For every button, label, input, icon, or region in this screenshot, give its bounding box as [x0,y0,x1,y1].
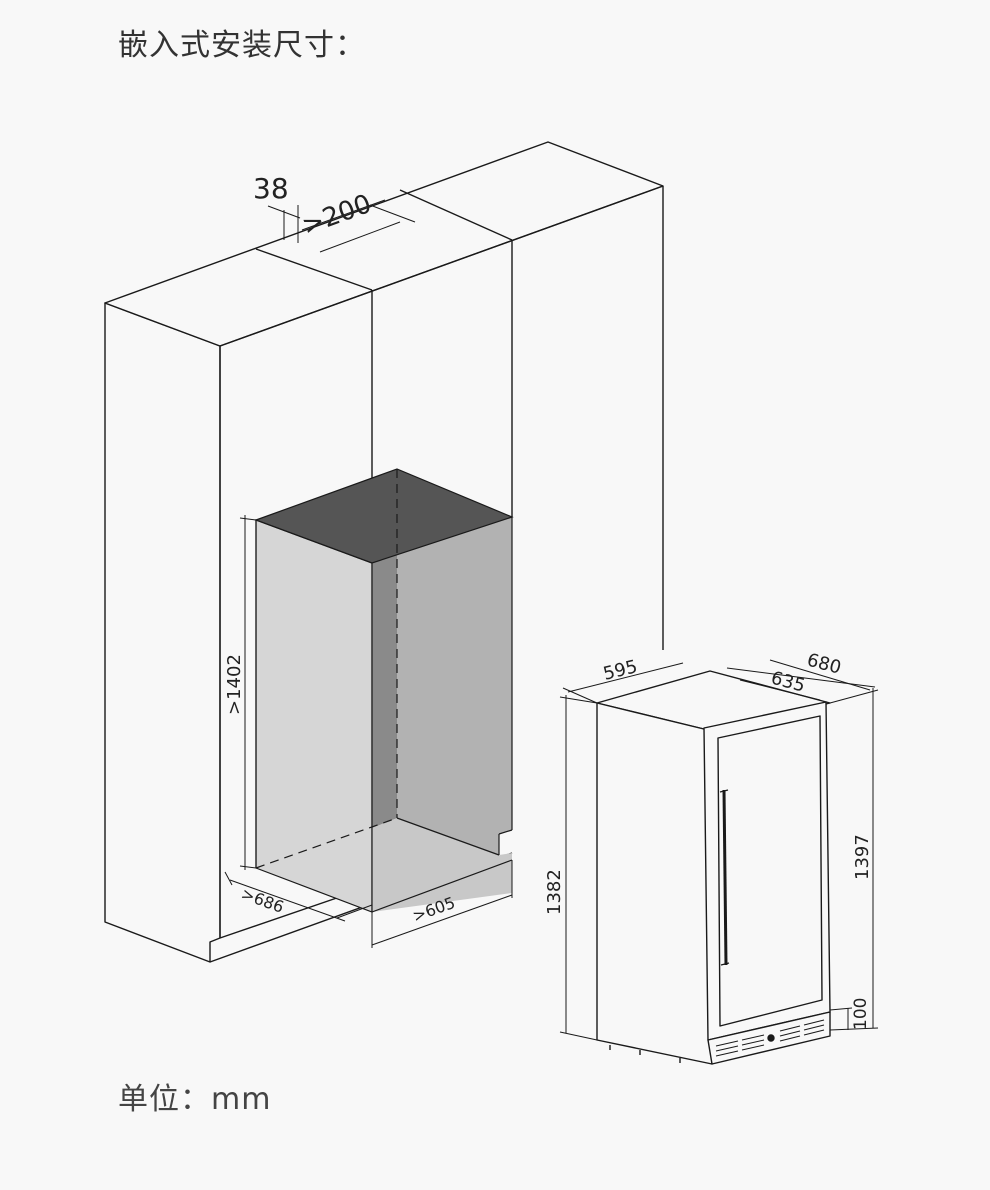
cooler-dimension-lines [559,659,879,1041]
wine-cooler-icon [596,670,831,1065]
cabinet-left-panel [104,302,221,963]
niche-right-wall [397,469,512,855]
page-title: 嵌入式安装尺寸： [118,28,366,63]
cooler-vents [715,1019,825,1057]
cabinet-top [104,141,664,347]
niche-opening [254,468,514,913]
dim-1397: 1397 [852,834,873,880]
dim-1402: >1402 [224,654,245,715]
dim-38: 38 [253,172,289,205]
cooler-front-frame [703,701,831,1041]
cooler-control-knob [767,1034,775,1042]
dim-686: >686 [239,884,287,917]
units-label: 单位：mm [118,1082,272,1117]
dim-680: 680 [805,650,844,679]
cooler-door-glass [717,715,823,1027]
cabinet-dimension-lines [224,199,513,948]
dim-595: 595 [601,656,639,685]
dim-1382: 1382 [544,869,565,915]
niche-left-wall [255,519,373,913]
cooler-side [596,702,713,1065]
cooler-handle [722,789,728,966]
niche-floor [372,818,512,912]
dim-100: 100 [851,998,871,1030]
